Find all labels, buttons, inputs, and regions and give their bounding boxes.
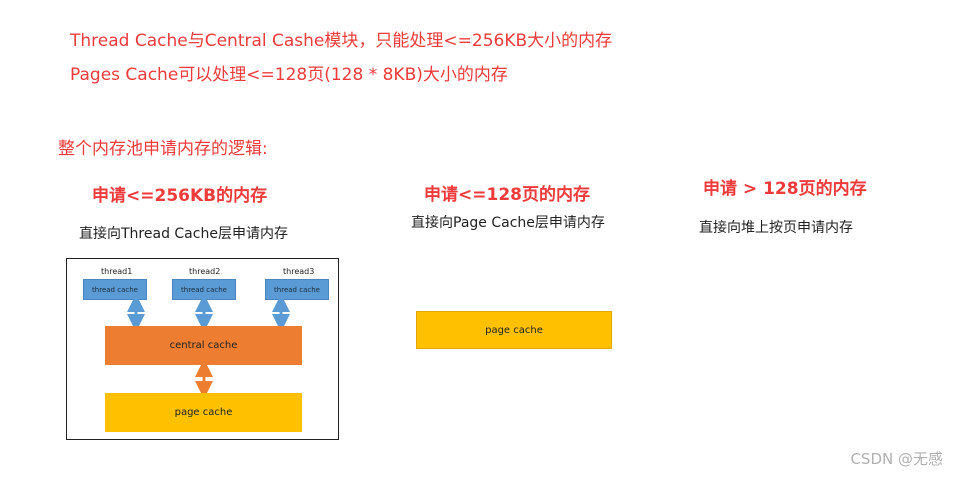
watermark: CSDN @无感	[850, 450, 943, 468]
column-2-desc: 直接向Page Cache层申请内存	[411, 215, 605, 231]
thread-label-1: thread1	[101, 267, 133, 276]
memory-pool-diagram: thread1 thread2 thread3 thread cache thr…	[66, 258, 339, 440]
thread-label-2: thread2	[189, 267, 221, 276]
note-thread-central-limit: Thread Cache与Central Cashe模块，只能处理<=256KB…	[70, 31, 613, 51]
note-page-cache-limit: Pages Cache可以处理<=128页(128 * 8KB)大小的内存	[70, 65, 508, 85]
thread-label-3: thread3	[283, 267, 315, 276]
column-3-desc: 直接向堆上按页申请内存	[699, 220, 853, 236]
column-1-title: 申请<=256KB的内存	[92, 186, 268, 206]
central-cache-box: central cache	[105, 326, 302, 365]
column-2-title: 申请<=128页的内存	[424, 185, 590, 205]
page-cache-box-diagram: page cache	[105, 393, 302, 432]
section-heading: 整个内存池申请内存的逻辑:	[58, 139, 268, 159]
diagram-arrows	[127, 294, 290, 399]
column-3-title: 申请 > 128页的内存	[703, 179, 867, 199]
column-1-desc: 直接向Thread Cache层申请内存	[79, 226, 288, 242]
page-cache-box: page cache	[416, 311, 612, 349]
